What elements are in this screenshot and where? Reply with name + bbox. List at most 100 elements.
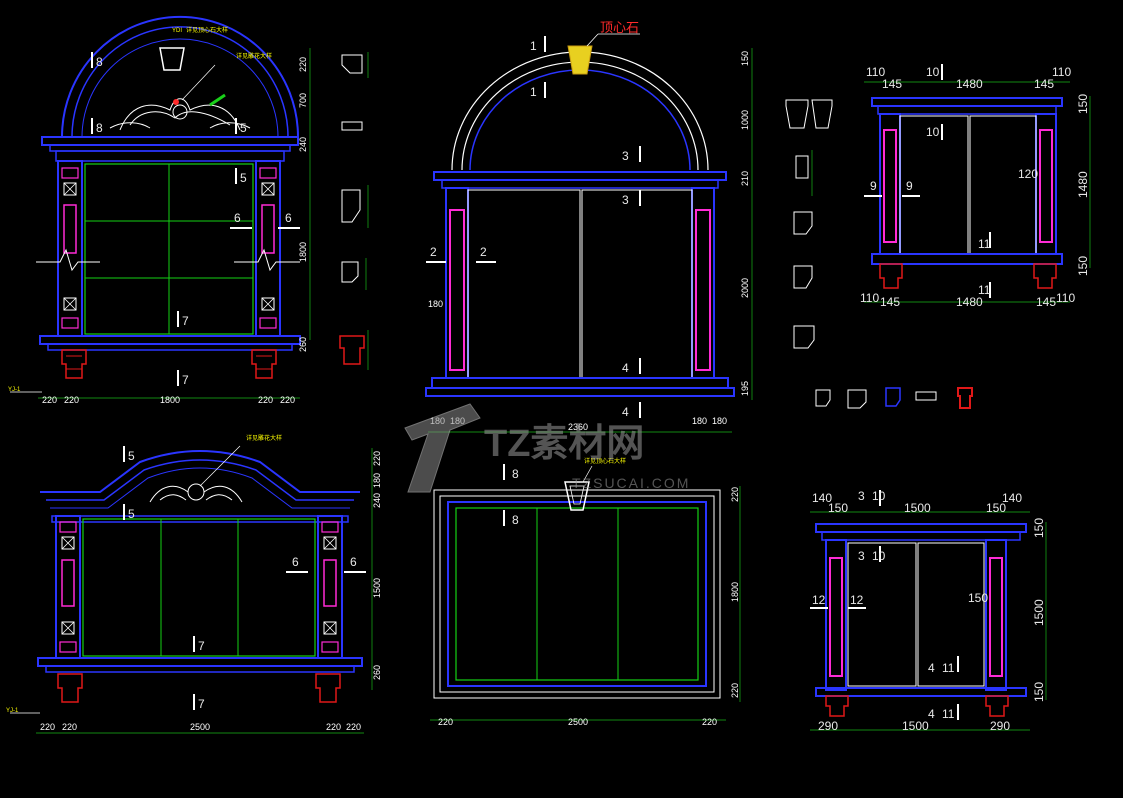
svg-text:220: 220: [372, 451, 382, 466]
v6-section-12a: 12: [812, 593, 826, 607]
v6-section-3b: 3: [858, 549, 865, 563]
svg-text:110: 110: [860, 291, 879, 305]
window-elevation-arched-pediment: [10, 15, 311, 399]
svg-text:220: 220: [346, 722, 361, 732]
svg-text:140: 140: [812, 491, 832, 505]
v4-section-5a: 5: [128, 449, 135, 463]
v4-section-6b: 6: [350, 555, 357, 569]
rect-keystone: [564, 481, 590, 511]
v4-section-7b: 7: [198, 697, 205, 711]
svg-text:150: 150: [1076, 94, 1090, 114]
svg-text:195: 195: [740, 381, 750, 396]
v1-dims-bottom: 220 220 1800 220 220: [42, 395, 295, 405]
v6-section-10b: 10: [872, 549, 886, 563]
svg-text:1500: 1500: [902, 719, 929, 733]
v3-section-10b: 10: [926, 125, 940, 139]
v1-section-8-mid: 8: [96, 121, 103, 135]
svg-text:260: 260: [298, 337, 308, 352]
v6-section-11a: 11: [942, 661, 955, 675]
v4-dims-right: 220 180 240 1500 260: [372, 451, 382, 680]
svg-text:140: 140: [1002, 491, 1022, 505]
svg-text:150: 150: [986, 501, 1006, 515]
v2-dims-right: 150 1000 210 2000 195: [740, 51, 750, 396]
v1-section-8-top: 8: [96, 55, 103, 69]
v5-section-8a: 8: [512, 467, 519, 481]
v4-section-7a: 7: [198, 639, 205, 653]
v6-section-10a: 10: [872, 489, 886, 503]
section-details-column-2: [785, 99, 973, 409]
svg-text:1480: 1480: [956, 295, 983, 309]
svg-text:110: 110: [866, 65, 885, 79]
svg-text:150: 150: [1032, 518, 1046, 538]
corbel-right: [251, 349, 277, 379]
svg-text:210: 210: [740, 171, 750, 186]
v6-dim-inner: 150: [968, 591, 988, 605]
svg-text:1800: 1800: [160, 395, 180, 405]
v3-dim-inner: 120: [1018, 167, 1038, 181]
svg-text:220: 220: [40, 722, 55, 732]
v3-dims-top: 110 145 1480 145 110: [866, 65, 1071, 91]
v2-section-1a: 1: [530, 39, 537, 53]
section-details-column-1: [339, 52, 369, 370]
watermark-logo-icon: [404, 403, 481, 493]
window-elevation-rectangular-frame: [430, 464, 741, 721]
v6-dims-top: 140 150 1500 150 140: [812, 491, 1022, 515]
v4-section-5b: 5: [128, 507, 135, 521]
svg-text:240: 240: [298, 137, 308, 152]
svg-text:220: 220: [280, 395, 295, 405]
window-elevation-round-arch: [425, 33, 753, 433]
svg-text:1800: 1800: [730, 582, 740, 602]
v1-section-7b: 7: [182, 373, 189, 387]
v1-section-7a: 7: [182, 314, 189, 328]
svg-text:1480: 1480: [1076, 171, 1090, 198]
pilaster-ornaments-lower: [59, 521, 339, 653]
v3-section-11a: 11: [978, 237, 991, 251]
svg-text:145: 145: [1034, 77, 1054, 91]
watermark: TZ素材网 TZSUCAI.COM: [404, 403, 688, 493]
svg-text:1000: 1000: [740, 110, 750, 130]
v1-dims-right: 220 700 240 1800 260: [298, 57, 308, 352]
svg-text:220: 220: [298, 57, 308, 72]
v3-dims-right: 150 1480 150: [1076, 94, 1090, 276]
svg-text:180: 180: [692, 416, 707, 426]
svg-text:220: 220: [62, 722, 77, 732]
svg-text:145: 145: [880, 295, 900, 309]
v4-carving-note: 详见雕花大样: [246, 434, 282, 442]
v1-section-5b: 5: [240, 171, 247, 185]
v5-section-8b: 8: [512, 513, 519, 527]
svg-text:2360: 2360: [568, 422, 588, 432]
svg-text:220: 220: [42, 395, 57, 405]
svg-text:150: 150: [740, 51, 750, 66]
v1-corbel-tag: YJ-1: [8, 387, 21, 393]
pediment-carving: [149, 483, 243, 503]
svg-text:220: 220: [730, 487, 740, 502]
v3-section-9a: 9: [870, 179, 877, 193]
svg-text:110: 110: [1052, 65, 1071, 79]
svg-text:290: 290: [818, 719, 838, 733]
v2-section-4b: 4: [622, 405, 629, 419]
svg-text:1480: 1480: [956, 77, 983, 91]
v5-keystone-note: 详见顶心石大样: [584, 457, 626, 465]
v6-section-4b: 4: [928, 707, 935, 721]
v6-section-4a: 4: [928, 661, 935, 675]
pilaster-ornaments: [61, 167, 277, 329]
svg-text:1500: 1500: [372, 578, 382, 598]
svg-text:1800: 1800: [298, 242, 308, 262]
svg-text:220: 220: [730, 683, 740, 698]
v6-section-3a: 3: [858, 489, 865, 503]
svg-text:1500: 1500: [904, 501, 931, 515]
v2-section-4a: 4: [622, 361, 629, 375]
svg-text:150: 150: [1032, 682, 1046, 702]
round-arch-keystone: [567, 45, 593, 75]
svg-text:110: 110: [1056, 291, 1075, 305]
svg-text:220: 220: [326, 722, 341, 732]
svg-text:2500: 2500: [190, 722, 210, 732]
svg-text:145: 145: [882, 77, 902, 91]
svg-text:1500: 1500: [1032, 599, 1046, 626]
keystone-shape: [159, 47, 185, 71]
window-elevation-flat-cornice-a: [864, 64, 1091, 303]
svg-text:180: 180: [372, 473, 382, 488]
svg-text:150: 150: [828, 501, 848, 515]
svg-text:290: 290: [990, 719, 1010, 733]
